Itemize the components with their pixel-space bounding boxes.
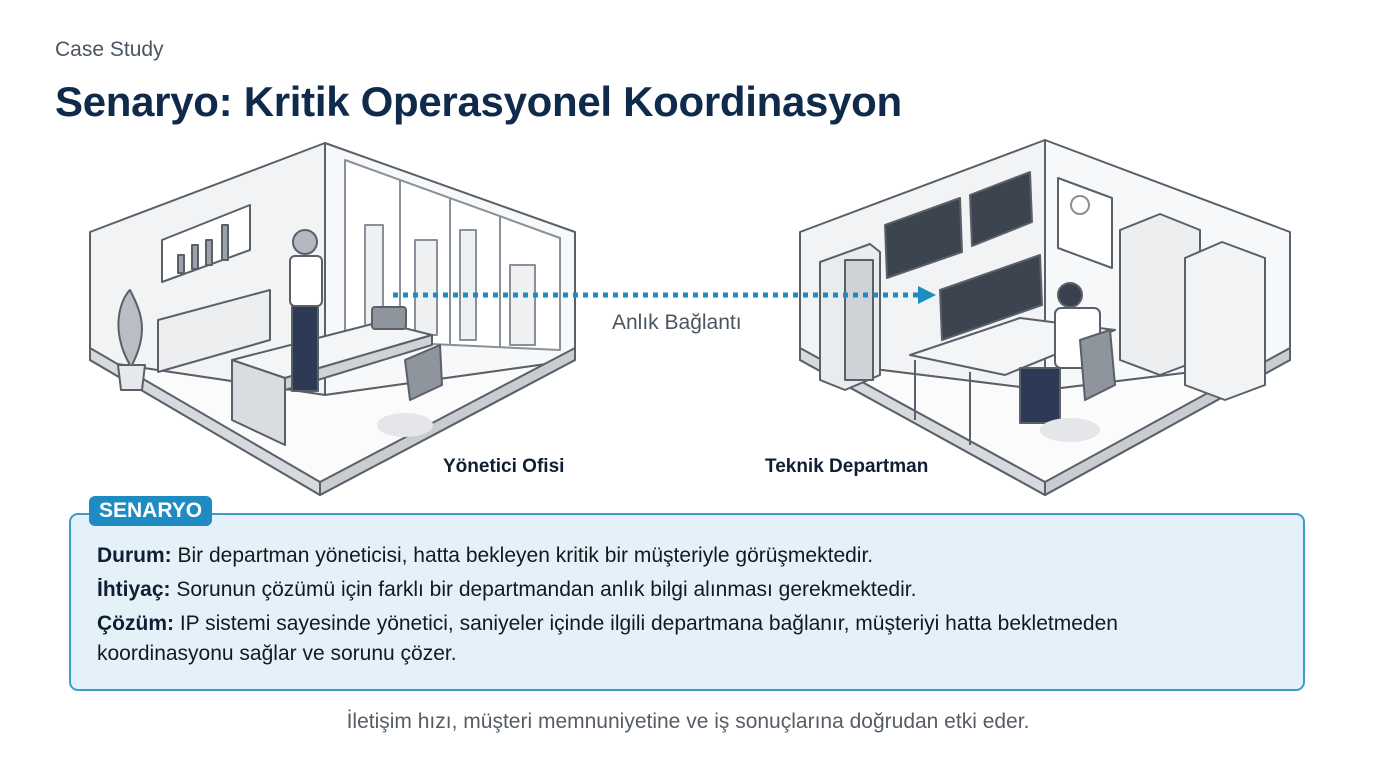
cabinet-icon (157, 289, 271, 373)
scenario-box (69, 513, 1305, 691)
phone-icon (371, 306, 407, 330)
chair-icon (377, 344, 443, 437)
connection-label: Anlık Bağlantı (612, 311, 742, 334)
server-rack-icon (819, 243, 881, 391)
technical-department-room (799, 139, 1291, 496)
item-text: Bir departman yöneticisi, hatta bekleyen… (171, 544, 874, 567)
window-icon (344, 159, 561, 351)
scenario-item-ihtiyac: İhtiyaç: Sorunun çözümü için farklı bir … (97, 575, 1287, 605)
office-chair-icon (1040, 329, 1116, 442)
server-cabinet-icon (1119, 213, 1266, 401)
item-label: Çözüm: (97, 612, 174, 635)
wall-monitor-icon (884, 171, 1033, 279)
wall-dashboard-icon (1057, 177, 1113, 269)
kicker-text: Case Study (55, 38, 164, 61)
right-room-label: Teknik Departman (765, 456, 929, 477)
left-room-label: Yönetici Ofisi (443, 456, 565, 477)
scenario-badge: SENARYO (89, 496, 213, 526)
scenario-item-cozum: Çözüm: IP sistemi sayesinde yönetici, sa… (97, 609, 1167, 669)
manager-person-icon (289, 229, 323, 392)
scenario-details: Durum: Bir departman yöneticisi, hatta b… (97, 541, 1287, 673)
arrowhead-icon (918, 286, 936, 304)
item-text: IP sistemi sayesinde yönetici, saniyeler… (97, 612, 1118, 665)
executive-office-room (89, 142, 576, 496)
item-label: Durum: (97, 544, 172, 567)
item-text: Sorunun çözümü için farklı bir departman… (170, 578, 917, 601)
wall-chart-icon (161, 204, 251, 283)
connection-arrow (393, 286, 936, 304)
desk-icon (231, 321, 433, 446)
monitor-icon (939, 254, 1043, 341)
footer-text: İletişim hızı, müşteri memnuniyetine ve … (346, 710, 1030, 733)
item-label: İhtiyaç: (97, 578, 171, 601)
plant-icon (117, 289, 146, 391)
page-title: Senaryo: Kritik Operasyonel Koordinasyon (55, 78, 902, 125)
scenario-item-durum: Durum: Bir departman yöneticisi, hatta b… (97, 541, 1287, 571)
